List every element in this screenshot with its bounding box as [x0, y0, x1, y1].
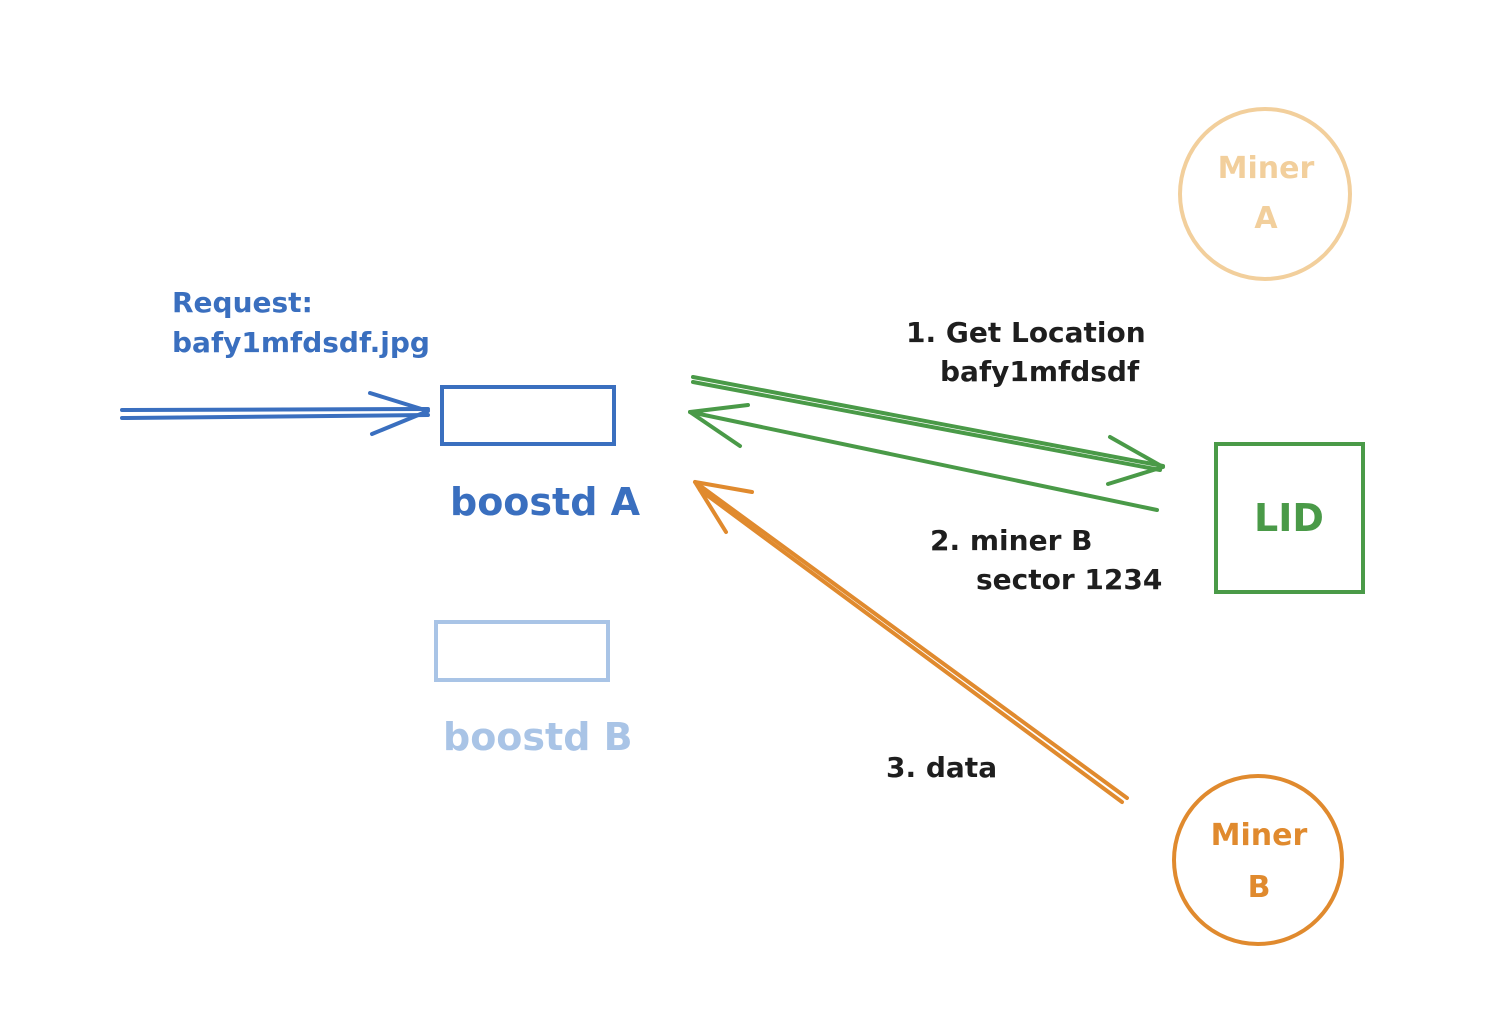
- get-location-arrow: [691, 375, 1165, 486]
- data-arrow: [693, 480, 1129, 804]
- miner-b-circle: [1172, 774, 1344, 946]
- miner-a-label-line1: Miner: [1218, 151, 1315, 186]
- request-arrow: [120, 391, 430, 436]
- miner-a-label-line2: A: [1254, 201, 1278, 236]
- boostd-b-label: boostd B: [443, 715, 633, 759]
- location-response-arrow: [688, 403, 1159, 512]
- miner-b-label-line1: Miner: [1211, 818, 1308, 853]
- miner-a-circle: [1178, 107, 1352, 281]
- boostd-b-box: [434, 620, 610, 682]
- boostd-a-box: [440, 385, 616, 446]
- step1-label-line2: bafy1mfdsdf: [940, 355, 1140, 388]
- boostd-a-label: boostd A: [450, 480, 641, 524]
- lid-box: [1214, 442, 1365, 594]
- miner-b-label-line2: B: [1248, 870, 1271, 905]
- request-label-line2: bafy1mfdsdf.jpg: [172, 326, 430, 359]
- request-label-line1: Request:: [172, 286, 313, 319]
- step2-label-line2: sector 1234: [976, 563, 1162, 596]
- step1-label-line1: 1. Get Location: [906, 316, 1146, 349]
- step2-label-line1: 2. miner B: [930, 524, 1092, 557]
- lid-label: LID: [1254, 496, 1324, 540]
- step3-label: 3. data: [886, 751, 997, 784]
